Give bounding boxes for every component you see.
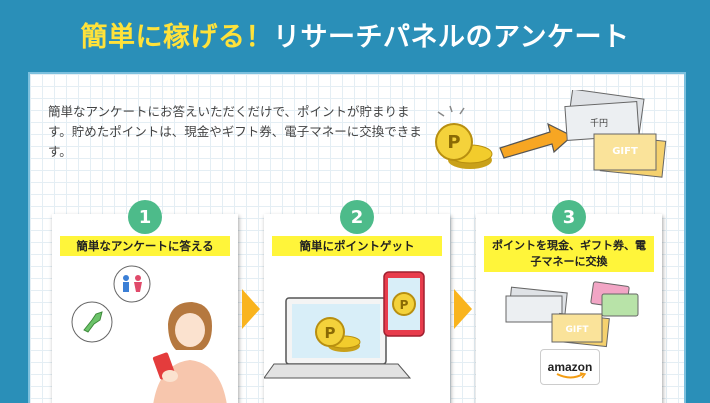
step-1-card: 1 簡単なアンケートに答える [52,200,238,403]
gift-card-icon: GIFT [593,133,667,178]
intro-text: 簡単なアンケートにお答えいただくだけで、ポイントが貯まります。貯めたポイントは、… [48,104,422,159]
step-arrow-1 [242,289,260,329]
coin-stack-icon: P [435,105,493,169]
gift-label: GIFT [565,325,589,335]
woman-icon [152,302,227,403]
svg-text:P: P [400,298,409,312]
header-title-emphasis: 簡単に稼げる！ [80,21,274,53]
bill-icon [505,286,568,323]
bill-label: 千円 [590,118,608,129]
smartphone-icon: P [383,271,425,337]
amazon-smile-icon [556,372,587,379]
step-number: 3 [552,200,586,234]
japan-map-bubble-icon [71,301,113,343]
step-number: 1 [128,200,162,234]
amazon-label: amazon [547,360,593,374]
reward-options-illustration: GIFT [505,281,639,348]
svg-text:P: P [447,132,460,153]
gift-card-icon: GIFT [551,312,610,348]
header-title-rest: リサーチパネルのアンケート [273,21,630,53]
arrow-right-icon [499,122,574,159]
step-number: 2 [340,200,374,234]
step-label: ポイントを現金、ギフト券、電子マネーに交換 [484,236,654,272]
step-3-card: 3 ポイントを現金、ギフト券、電子マネーに交換 GIFT amazon [476,200,662,403]
page-header: 簡単に稼げる！ リサーチパネルのアンケート [0,0,710,68]
step-label: 簡単にポイントゲット [272,236,442,256]
woman-answering-survey-illustration [71,265,227,403]
bill-icon: 千円 [564,90,645,142]
ic-card-icon [590,281,639,317]
laptop-coin-icon: P [315,317,361,352]
step-arrow-2 [454,289,472,329]
step-2-card: 2 簡単にポイントゲット P P [264,200,450,403]
gender-survey-bubble-icon [113,265,151,303]
svg-text:P: P [325,324,336,342]
gift-label: GIFT [612,146,638,157]
points-to-rewards-illustration: P 千円 GIFT [435,90,667,178]
laptop-phone-points-illustration: P P [264,271,425,379]
amazon-logo: amazon [540,349,600,385]
step-label: 簡単なアンケートに答える [60,236,230,256]
content-panel: 簡単なアンケートにお答えいただくだけで、ポイントが貯まります。貯めたポイントは、… [28,72,686,403]
